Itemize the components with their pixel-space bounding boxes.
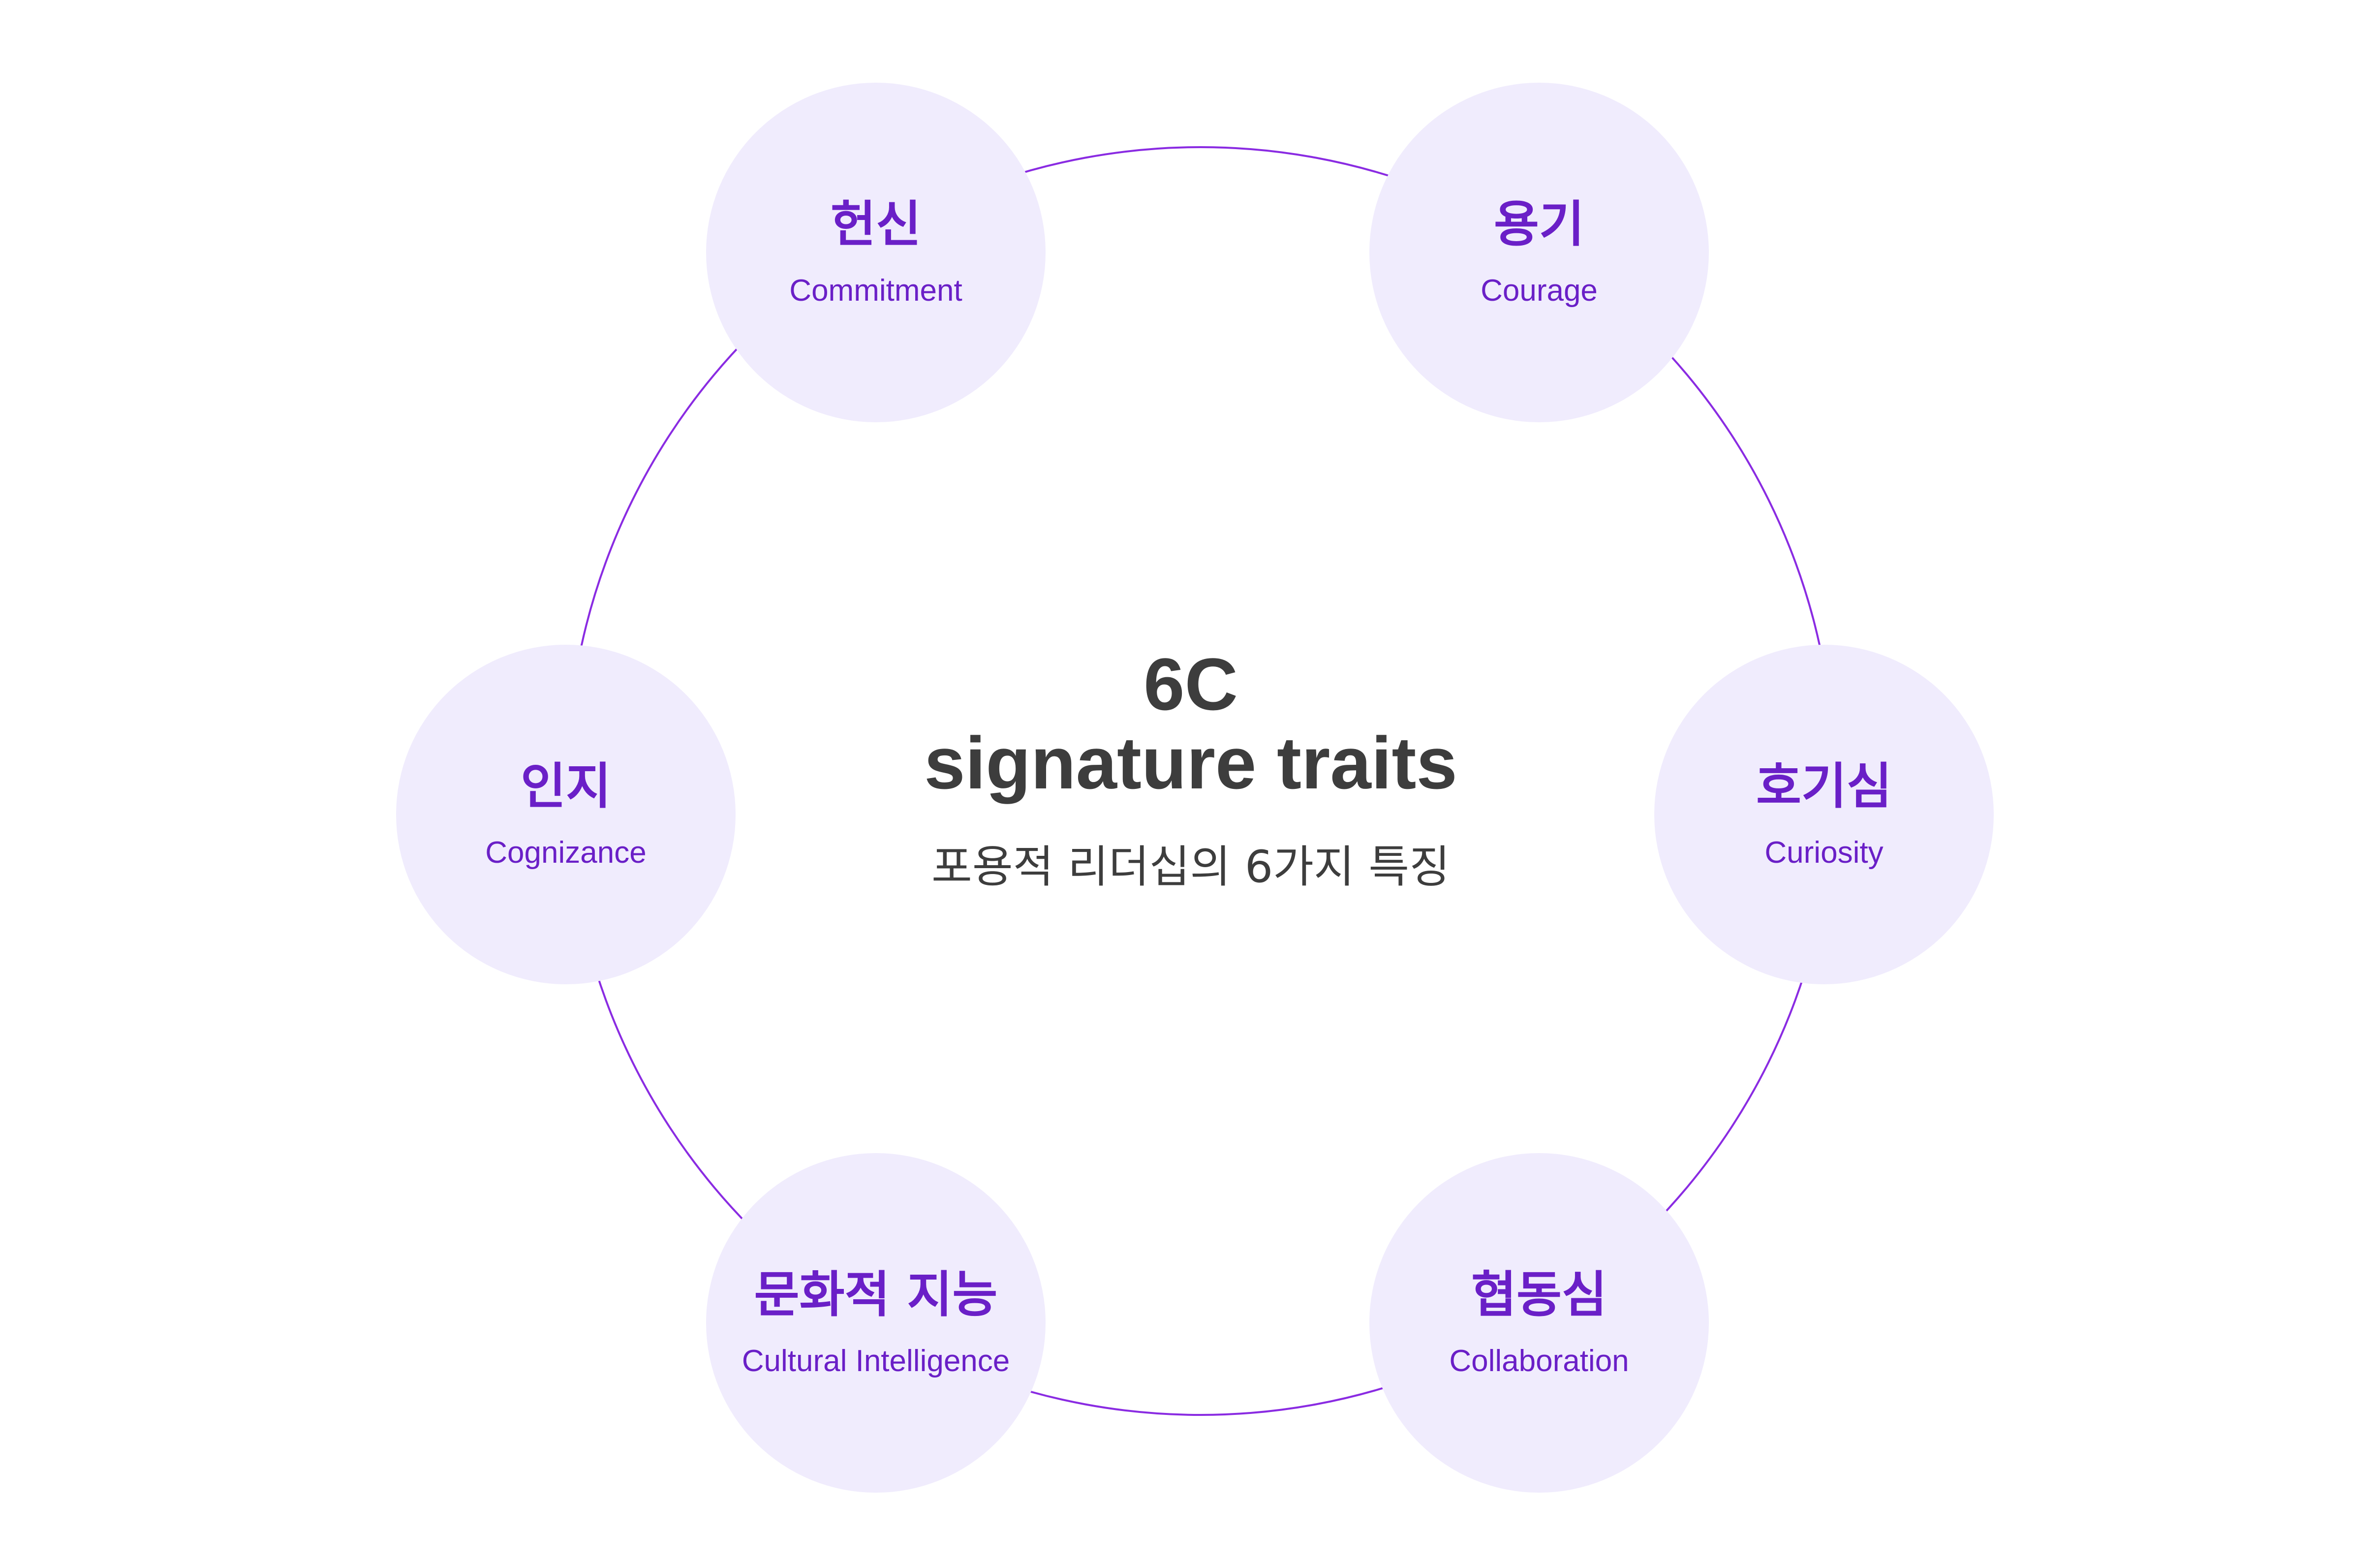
trait-english-label: Collaboration	[1449, 1344, 1629, 1378]
trait-english-label: Curiosity	[1764, 835, 1884, 870]
trait-node-cognizance: 인지 Cognizance	[396, 645, 736, 984]
center-title-line-2: signature traits	[924, 721, 1457, 804]
trait-node-commitment: 헌신 Commitment	[706, 83, 1046, 422]
trait-node-collaboration: 협동심 Collaboration	[1369, 1153, 1709, 1493]
trait-korean-label: 헌신	[831, 195, 921, 253]
center-title-line-1: 6C	[1144, 643, 1238, 725]
center-heading: 6C signature traits 포용적 리더십의 6가지 특징	[797, 645, 1584, 895]
trait-english-label: Cultural Intelligence	[742, 1344, 1010, 1378]
trait-english-label: Commitment	[789, 273, 962, 308]
trait-korean-label: 인지	[521, 757, 611, 815]
trait-english-label: Courage	[1481, 273, 1598, 308]
trait-korean-label: 호기심	[1756, 757, 1892, 815]
trait-node-courage: 용기 Courage	[1369, 83, 1709, 422]
trait-korean-label: 협동심	[1471, 1265, 1607, 1323]
trait-english-label: Cognizance	[485, 835, 647, 870]
center-subtitle: 포용적 리더십의 6가지 특징	[931, 841, 1450, 893]
trait-korean-label: 문화적 지능	[754, 1265, 998, 1323]
trait-node-cultural-intelligence: 문화적 지능 Cultural Intelligence	[706, 1153, 1046, 1493]
trait-korean-label: 용기	[1494, 195, 1584, 253]
trait-node-curiosity: 호기심 Curiosity	[1654, 645, 1994, 984]
